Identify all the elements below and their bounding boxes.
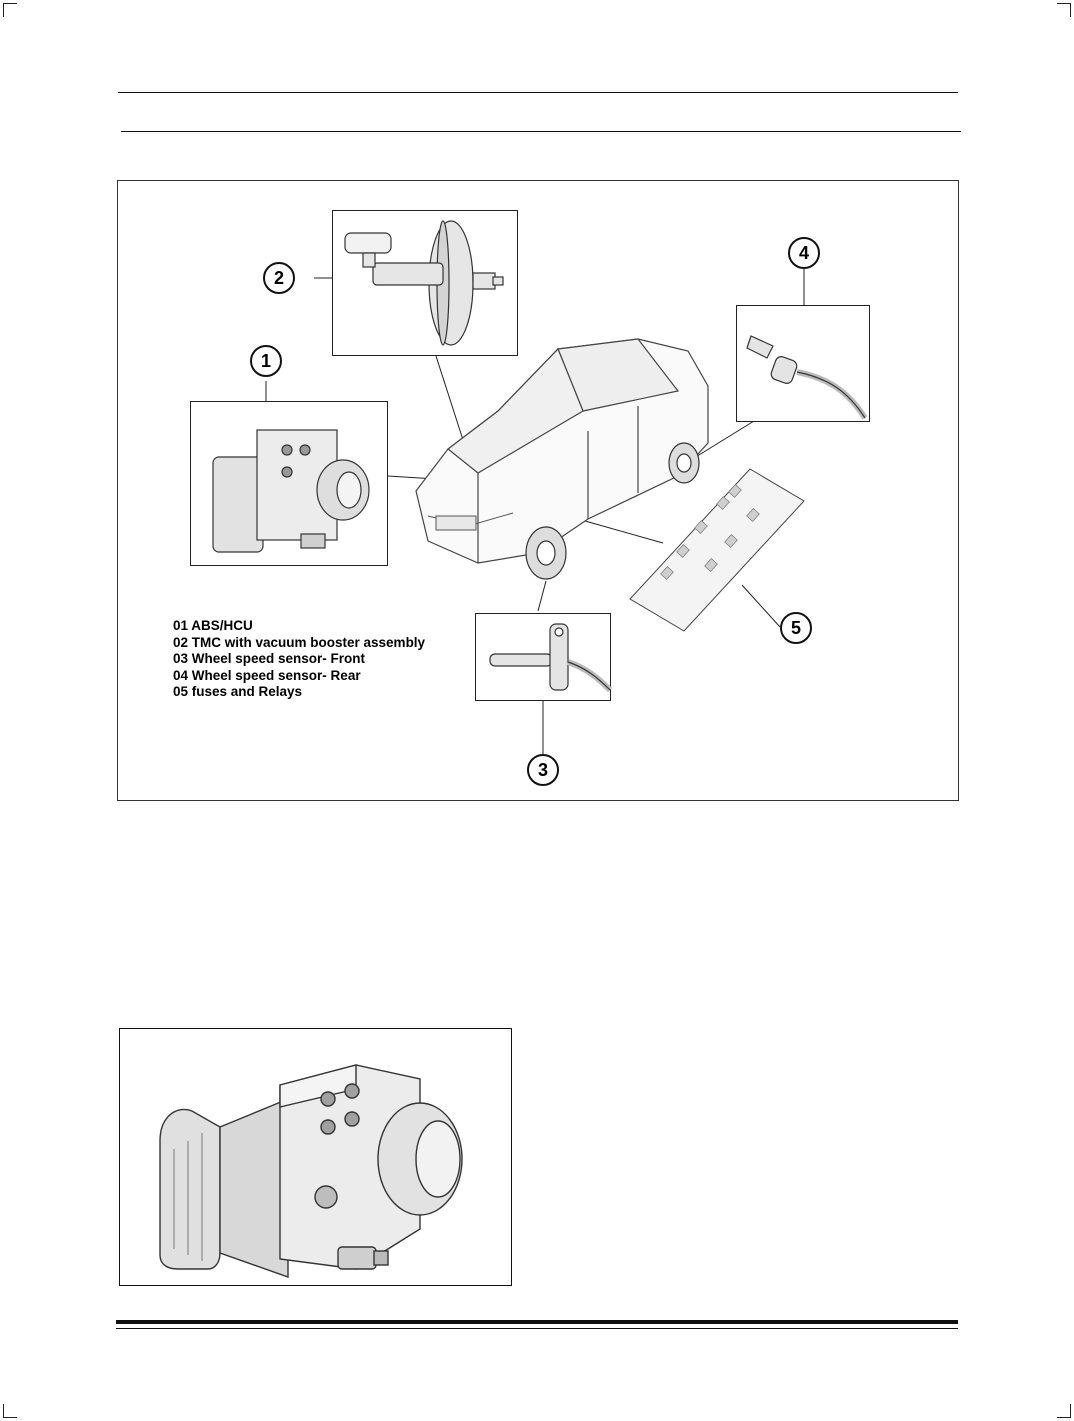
figure-legend: 01 ABS/HCU 02 TMC with vacuum booster as… xyxy=(173,618,425,701)
fuse-relay-panel-illustration xyxy=(629,468,805,632)
front-sensor-illustration xyxy=(489,623,613,693)
abs-hcu-illustration-large xyxy=(159,1064,463,1278)
legend-item-05: 05 fuses and Relays xyxy=(173,684,303,700)
callout-3-label: 3 xyxy=(537,760,548,780)
callout-2-label: 2 xyxy=(273,268,284,288)
leader-lines xyxy=(265,269,805,756)
footer-rule-thick xyxy=(116,1320,958,1324)
legend-item-04: 04 Wheel speed sensor- Rear xyxy=(173,667,361,683)
footer-rule-thin xyxy=(116,1328,958,1329)
callout-1-label: 1 xyxy=(260,351,271,371)
inset-rear-wheel-speed-sensor xyxy=(736,305,870,422)
car-illustration xyxy=(415,338,709,580)
abs-components-figure: 1 2 4 5 3 xyxy=(117,180,959,801)
callout-2: 2 xyxy=(263,262,295,294)
inset-tmc-vacuum-booster xyxy=(332,210,518,356)
legend-item-03: 03 Wheel speed sensor- Front xyxy=(173,651,366,667)
crop-mark-top-right xyxy=(1057,3,1071,17)
rear-sensor-illustration xyxy=(746,335,868,420)
crop-mark-bottom-right xyxy=(1057,1404,1071,1418)
inset-front-wheel-speed-sensor xyxy=(475,613,613,701)
legend-item-02: 02 TMC with vacuum booster assembly xyxy=(173,634,426,650)
callout-5-label: 5 xyxy=(790,618,801,638)
legend-item-01: 01 ABS/HCU xyxy=(173,618,253,633)
crop-mark-bottom-left xyxy=(3,1404,17,1418)
callout-1: 1 xyxy=(250,345,282,377)
callout-4-label: 4 xyxy=(798,243,809,263)
callout-3: 3 xyxy=(527,754,559,786)
callout-4: 4 xyxy=(788,237,820,269)
tmc-booster-illustration xyxy=(344,220,504,346)
header-rule-top xyxy=(118,92,958,93)
abs-hcu-closeup-figure xyxy=(119,1028,512,1286)
abs-hcu-illustration-small xyxy=(212,429,370,553)
callout-5: 5 xyxy=(780,612,812,644)
crop-mark-top-left xyxy=(3,3,17,17)
header-rule-bottom xyxy=(121,131,961,132)
inset-abs-hcu xyxy=(190,401,388,566)
